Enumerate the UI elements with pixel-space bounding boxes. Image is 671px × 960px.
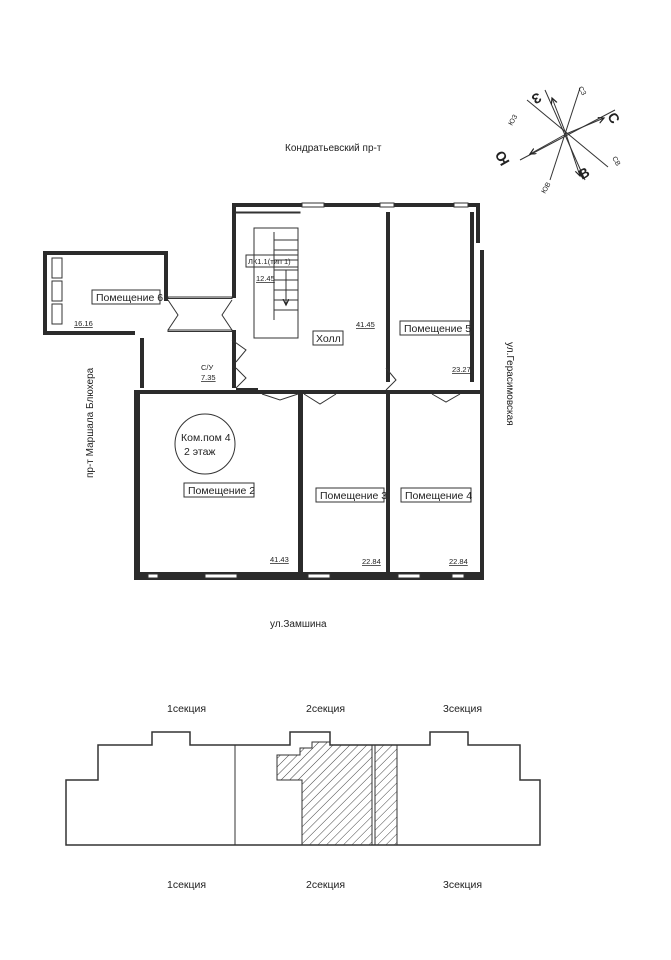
room-lk-area: 12.45 [256,274,275,283]
room-5: Помещение 5 23.27 [399,320,471,374]
staircase [253,227,299,339]
section-key-plan: 1секция 2секция 3секция 1секция 2секция … [65,703,541,891]
marker-line2: 2 этаж [184,446,215,458]
compass-sz: СЗ [576,86,587,97]
compass-rose: С В Ю З СЗ СВ ЮЗ ЮВ [492,86,624,196]
doors [167,299,461,405]
room-wc-label: С/У [201,363,214,372]
room-hall-area: 41.45 [356,320,375,329]
room-5-label: Помещение 5 [404,323,471,335]
room-4-area: 22.84 [449,557,468,566]
room-wc-area: 7.35 [201,373,216,382]
section-bottom-3: 3секция [443,879,482,891]
room-2-area: 41.43 [270,555,289,564]
room-3-label: Помещение 3 [320,490,387,502]
compass-yuv: ЮВ [541,181,553,195]
compass-sv: СВ [610,156,621,168]
section-bottom-2: 2секция [306,879,345,891]
room-4-label: Помещение 4 [405,490,472,502]
street-south: ул.Замшина [270,619,327,630]
premises-marker: Ком.пом 4 2 этаж [174,413,236,475]
street-north: Кондратьевский пр-т [285,143,382,154]
room-lk: ЛК1.1(тип 1) 12.45 [245,254,299,283]
compass-s: С [604,110,623,127]
room-hall: Холл 41.45 [312,320,375,346]
room-2-label: Помещение 2 [188,485,255,497]
street-east: ул.Герасимовская [504,342,515,426]
section-bottom-1: 1секция [167,879,206,891]
room-2: Помещение 2 41.43 [183,482,289,564]
room-6: Помещение 6 16.16 [74,289,163,328]
walls [43,202,484,580]
room-6-label: Помещение 6 [96,292,163,304]
section-top-3: 3секция [443,703,482,715]
room-hall-label: Холл [316,333,341,345]
marker-line1: Ком.пом 4 [181,432,231,444]
room-4: Помещение 4 22.84 [400,487,472,566]
room-lk-label: ЛК1.1(тип 1) [248,257,291,266]
compass-z: З [529,89,545,107]
section-top-2: 2секция [306,703,345,715]
room-6-area: 16.16 [74,319,93,328]
room-wc: С/У 7.35 [201,363,216,382]
compass-yu: Ю [492,148,513,169]
room-3-area: 22.84 [362,557,381,566]
room-3: Помещение 3 22.84 [315,487,387,566]
room-5-area: 23.27 [452,365,471,374]
street-west: пр-т Маршала Блюхера [85,367,96,478]
compass-v: В [576,164,593,183]
compass-yuz: ЮЗ [508,114,520,127]
section-top-1: 1секция [167,703,206,715]
